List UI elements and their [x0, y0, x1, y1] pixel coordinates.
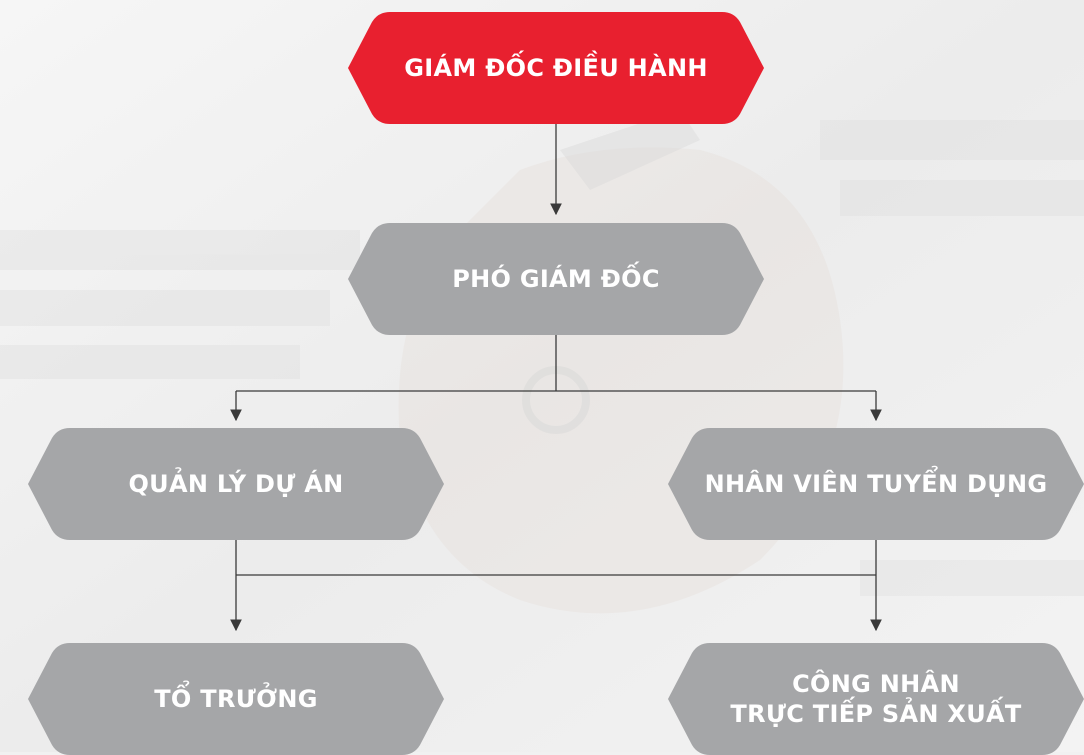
node-recruitment-staff: NHÂN VIÊN TUYỂN DỤNG [668, 428, 1084, 540]
node-vice-director-label: PHÓ GIÁM ĐỐC [452, 265, 660, 293]
node-team-leader: TỔ TRƯỞNG [28, 643, 444, 755]
node-ceo-label: GIÁM ĐỐC ĐIỀU HÀNH [404, 54, 708, 82]
node-production-worker: CÔNG NHÂN TRỰC TIẾP SẢN XUẤT [668, 643, 1084, 755]
node-project-manager: QUẢN LÝ DỰ ÁN [28, 428, 444, 540]
node-production-worker-line1: CÔNG NHÂN [792, 670, 960, 698]
node-team-leader-label: TỔ TRƯỞNG [154, 685, 318, 713]
node-production-worker-label: CÔNG NHÂN TRỰC TIẾP SẢN XUẤT [730, 669, 1021, 729]
node-project-manager-label: QUẢN LÝ DỰ ÁN [128, 470, 344, 498]
node-production-worker-line2: TRỰC TIẾP SẢN XUẤT [730, 700, 1022, 728]
node-ceo: GIÁM ĐỐC ĐIỀU HÀNH [348, 12, 764, 124]
node-recruitment-staff-label: NHÂN VIÊN TUYỂN DỤNG [704, 470, 1048, 498]
node-vice-director: PHÓ GIÁM ĐỐC [348, 223, 764, 335]
